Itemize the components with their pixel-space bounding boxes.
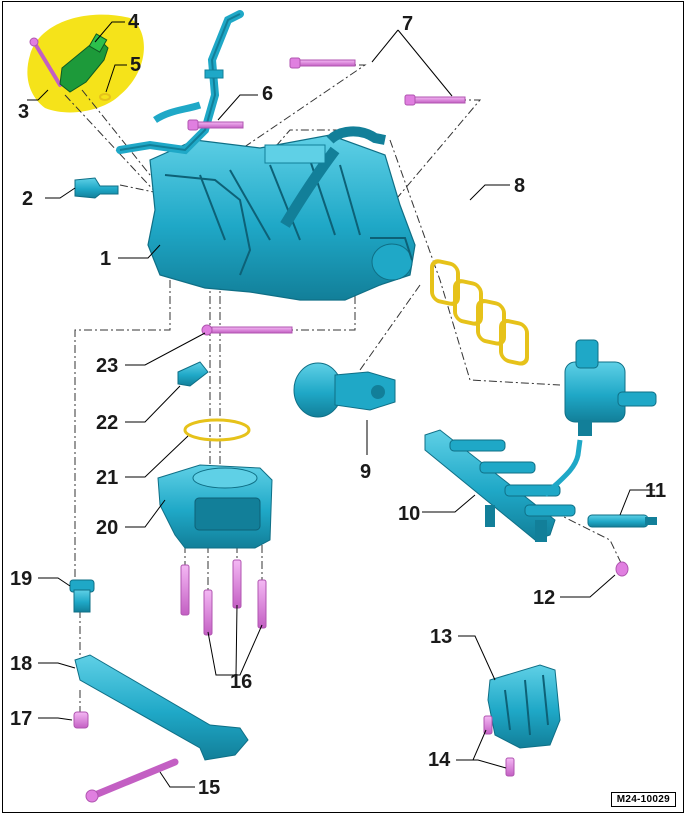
bolt-part-23 bbox=[201, 324, 293, 336]
callout-22: 22 bbox=[96, 412, 118, 434]
gasket-part-21 bbox=[183, 418, 251, 442]
callout-6: 6 bbox=[262, 83, 273, 105]
callout-2: 2 bbox=[22, 188, 33, 210]
bolts-part-14 bbox=[483, 715, 515, 777]
sensor-part-22 bbox=[177, 361, 209, 387]
callout-13: 13 bbox=[430, 626, 452, 648]
callout-11: 11 bbox=[645, 480, 666, 502]
callout-9: 9 bbox=[360, 461, 371, 483]
sensor-part-4 bbox=[59, 33, 109, 93]
callout-10: 10 bbox=[398, 503, 420, 525]
fuel-rail-part-10 bbox=[424, 429, 583, 542]
callout-5: 5 bbox=[130, 54, 141, 76]
fuel-pump bbox=[564, 339, 657, 436]
callout-18: 18 bbox=[10, 653, 32, 675]
bolt-part-15 bbox=[85, 758, 179, 803]
spacer-part-19 bbox=[69, 579, 95, 613]
callout-8: 8 bbox=[514, 175, 525, 197]
seal-part-12 bbox=[615, 561, 629, 577]
diagram-frame bbox=[2, 1, 684, 813]
throttle-body-part-20 bbox=[157, 464, 273, 549]
injector-part-11 bbox=[587, 514, 657, 528]
support-part-18 bbox=[74, 654, 249, 761]
leader-lines bbox=[27, 21, 655, 788]
callout-14: 14 bbox=[428, 749, 451, 771]
callout-4: 4 bbox=[128, 11, 140, 33]
bolt-part-6 bbox=[187, 119, 244, 131]
bracket-part-13 bbox=[487, 664, 561, 749]
callout-1: 1 bbox=[100, 248, 111, 270]
callout-17: 17 bbox=[10, 708, 32, 730]
o-ring-part-5 bbox=[99, 93, 111, 101]
bolts-part-7 bbox=[289, 57, 466, 106]
bolts-part-16 bbox=[180, 559, 267, 636]
callout-labels: 1 2 3 4 5 6 7 8 9 10 11 12 13 14 15 16 1… bbox=[10, 11, 666, 799]
gasket-part-8 bbox=[430, 259, 529, 366]
callout-15: 15 bbox=[198, 777, 220, 799]
sensor-part-2 bbox=[74, 177, 119, 199]
callout-23: 23 bbox=[96, 355, 118, 377]
callout-21: 21 bbox=[96, 467, 118, 489]
callout-16: 16 bbox=[230, 671, 252, 693]
intake-manifold bbox=[116, 10, 416, 301]
screw-part-3 bbox=[29, 37, 62, 87]
actuator-part-9 bbox=[293, 362, 396, 418]
callout-12: 12 bbox=[533, 587, 555, 609]
callout-3: 3 bbox=[18, 101, 29, 123]
reference-code: M24-10029 bbox=[610, 792, 676, 807]
callout-7: 7 bbox=[402, 13, 413, 35]
callout-20: 20 bbox=[96, 517, 118, 539]
callout-19: 19 bbox=[10, 568, 32, 590]
nut-part-17 bbox=[73, 711, 89, 729]
